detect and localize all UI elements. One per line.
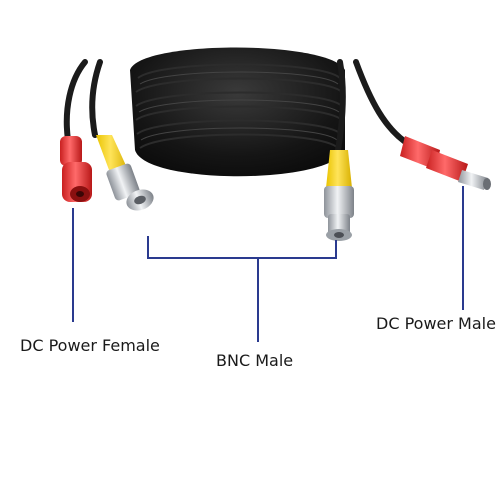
dc-power-female-connector-icon	[60, 136, 92, 202]
label-bnc-male: BNC Male	[216, 351, 294, 370]
label-dc-power-male: DC Power Male	[376, 314, 496, 333]
leader-bracket-bnc	[147, 236, 337, 259]
bnc-connector-center-icon	[324, 59, 354, 241]
cable-coil	[130, 47, 345, 177]
dc-power-male-connector-icon	[353, 59, 491, 190]
label-dc-power-female: DC Power Female	[20, 336, 160, 355]
bnc-connector-left-icon	[96, 135, 154, 211]
leader-lines	[72, 186, 464, 342]
left-cables	[63, 59, 103, 143]
